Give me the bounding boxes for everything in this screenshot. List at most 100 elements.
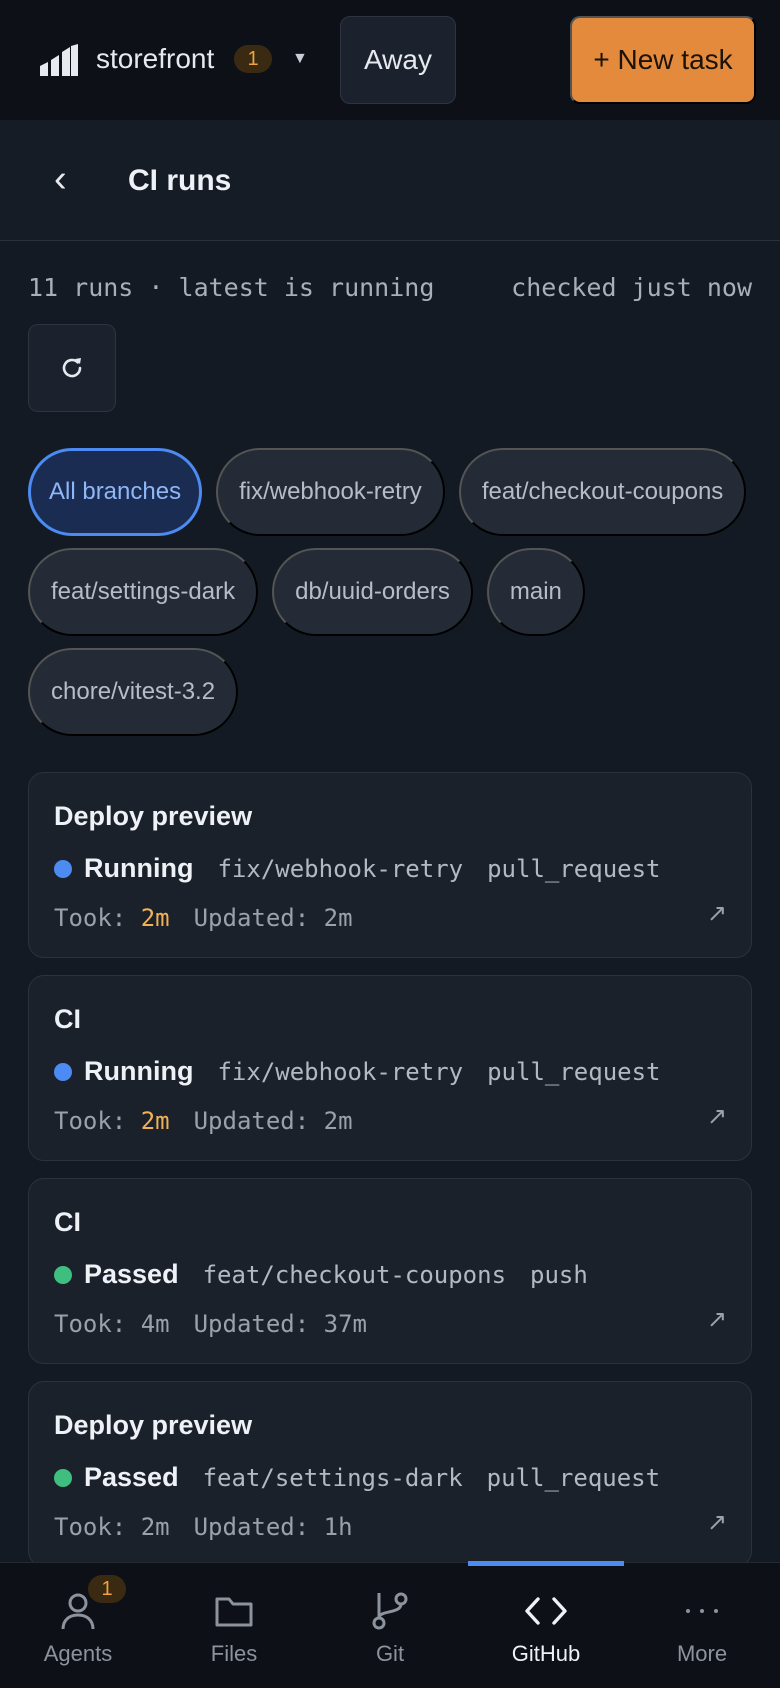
run-updated: Updated: 2m: [194, 904, 353, 932]
project-notification-badge: 1: [234, 45, 272, 73]
branch-filter: All branches fix/webhook-retry feat/chec…: [28, 448, 752, 736]
run-status-row: Passed feat/settings-dark pull_request: [54, 1462, 660, 1493]
nav-item-github[interactable]: GitHub: [468, 1561, 624, 1688]
run-status: Running: [84, 853, 194, 883]
run-updated: Updated: 2m: [194, 1107, 353, 1135]
duration-label: Took:: [54, 904, 127, 932]
run-duration: Took: 2m: [54, 904, 170, 932]
nav-item-git[interactable]: Git: [312, 1563, 468, 1688]
duration-value: 2m: [140, 1513, 170, 1541]
ellipsis-icon: [686, 1609, 718, 1613]
active-tab-indicator: [468, 1561, 624, 1566]
branch-chip[interactable]: main: [486, 548, 585, 636]
open-external-icon[interactable]: ↗: [706, 1509, 727, 1536]
duration-label: Took:: [54, 1310, 127, 1338]
signal-bars-logo-icon: [40, 44, 78, 76]
run-meta-row: Took: 2m Updated: 2m: [54, 1107, 353, 1135]
page-header: ‹ CI runs: [0, 120, 780, 241]
nav-label: Git: [375, 1641, 405, 1666]
duration-value: 2m: [140, 1107, 170, 1135]
updated-value: 2m: [323, 1107, 353, 1135]
project-dropdown-chevron-icon[interactable]: ▼: [292, 50, 308, 67]
run-card[interactable]: Deploy preview Passed feat/settings-dark…: [28, 1381, 752, 1567]
nav-label: More: [676, 1641, 728, 1666]
branch-chip[interactable]: feat/settings-dark: [28, 548, 259, 636]
open-external-icon[interactable]: ↗: [706, 1103, 727, 1130]
new-task-button[interactable]: + New task: [570, 16, 756, 104]
run-duration: Took: 4m: [54, 1310, 170, 1338]
run-event: pull_request: [487, 854, 661, 883]
run-branch: feat/checkout-coupons: [202, 1260, 507, 1289]
nav-label: Agents: [43, 1641, 113, 1666]
status-dot-icon: [54, 1468, 72, 1487]
run-status: Passed: [84, 1462, 179, 1492]
run-duration: Took: 2m: [54, 1513, 170, 1541]
folder-icon: [215, 1597, 253, 1627]
updated-label: Updated:: [193, 1107, 310, 1135]
branch-chip[interactable]: db/uuid-orders: [272, 548, 473, 636]
run-meta-row: Took: 4m Updated: 37m: [54, 1310, 367, 1338]
nav-label: GitHub: [511, 1641, 581, 1666]
run-workflow-name: Deploy preview: [54, 1410, 253, 1440]
run-status-row: Passed feat/checkout-coupons push: [54, 1259, 588, 1290]
run-event: push: [530, 1260, 588, 1289]
run-event: pull_request: [487, 1057, 661, 1086]
person-icon: [61, 1593, 95, 1630]
branch-chip[interactable]: All branches: [28, 448, 203, 536]
branch-chip[interactable]: feat/checkout-coupons: [458, 448, 747, 536]
nav-item-files[interactable]: Files: [156, 1563, 312, 1688]
away-status-button[interactable]: Away: [340, 16, 456, 104]
refresh-button[interactable]: [28, 324, 116, 412]
duration-value: 4m: [140, 1310, 170, 1338]
project-name[interactable]: storefront: [96, 43, 215, 74]
updated-value: 1h: [323, 1513, 353, 1541]
runs-list: Deploy preview Running fix/webhook-retry…: [28, 772, 752, 1584]
run-branch: fix/webhook-retry: [217, 1057, 464, 1086]
bottom-nav: 1 Agents Files Git GitHub: [0, 1561, 780, 1688]
updated-value: 2m: [323, 904, 353, 932]
run-card[interactable]: CI Passed feat/checkout-coupons push Too…: [28, 1178, 752, 1364]
status-dot-icon: [54, 1265, 72, 1284]
updated-label: Updated:: [193, 904, 310, 932]
run-status-row: Running fix/webhook-retry pull_request: [54, 853, 661, 884]
nav-label: Files: [210, 1641, 258, 1666]
run-branch: feat/settings-dark: [202, 1463, 463, 1492]
last-checked-text: checked just now: [511, 273, 752, 302]
page-title: CI runs: [128, 164, 232, 197]
run-card[interactable]: CI Running fix/webhook-retry pull_reques…: [28, 975, 752, 1161]
updated-value: 37m: [323, 1310, 368, 1338]
top-bar: storefront 1 ▼ Away + New task: [0, 0, 780, 120]
back-chevron-icon[interactable]: ‹: [54, 158, 67, 200]
open-external-icon[interactable]: ↗: [706, 1306, 727, 1333]
run-status: Passed: [84, 1259, 179, 1289]
nav-item-more[interactable]: More: [624, 1563, 780, 1688]
branch-chip[interactable]: chore/vitest-3.2: [28, 648, 239, 736]
agents-badge: 1: [88, 1575, 126, 1603]
duration-label: Took:: [54, 1107, 127, 1135]
nav-item-agents[interactable]: 1 Agents: [0, 1563, 156, 1688]
run-branch: fix/webhook-retry: [217, 854, 464, 883]
updated-label: Updated:: [193, 1310, 310, 1338]
run-status: Running: [84, 1056, 194, 1086]
run-workflow-name: Deploy preview: [54, 801, 253, 831]
run-workflow-name: CI: [54, 1207, 81, 1237]
run-card[interactable]: Deploy preview Running fix/webhook-retry…: [28, 772, 752, 958]
git-branch-icon: [372, 1592, 408, 1630]
runs-summary: 11 runs · latest is running: [28, 273, 435, 302]
run-updated: Updated: 1h: [194, 1513, 353, 1541]
status-dot-icon: [54, 859, 72, 878]
run-meta-row: Took: 2m Updated: 2m: [54, 904, 353, 932]
run-duration: Took: 2m: [54, 1107, 170, 1135]
run-meta-row: Took: 2m Updated: 1h: [54, 1513, 353, 1541]
open-external-icon[interactable]: ↗: [706, 900, 727, 927]
updated-label: Updated:: [193, 1513, 310, 1541]
run-updated: Updated: 37m: [194, 1310, 367, 1338]
code-brackets-icon: [525, 1597, 567, 1625]
run-workflow-name: CI: [54, 1004, 81, 1034]
duration-value: 2m: [140, 904, 170, 932]
branch-chip[interactable]: fix/webhook-retry: [216, 448, 445, 536]
refresh-icon: [62, 358, 82, 378]
run-event: pull_request: [486, 1463, 661, 1492]
status-dot-icon: [54, 1062, 72, 1081]
duration-label: Took:: [54, 1513, 127, 1541]
